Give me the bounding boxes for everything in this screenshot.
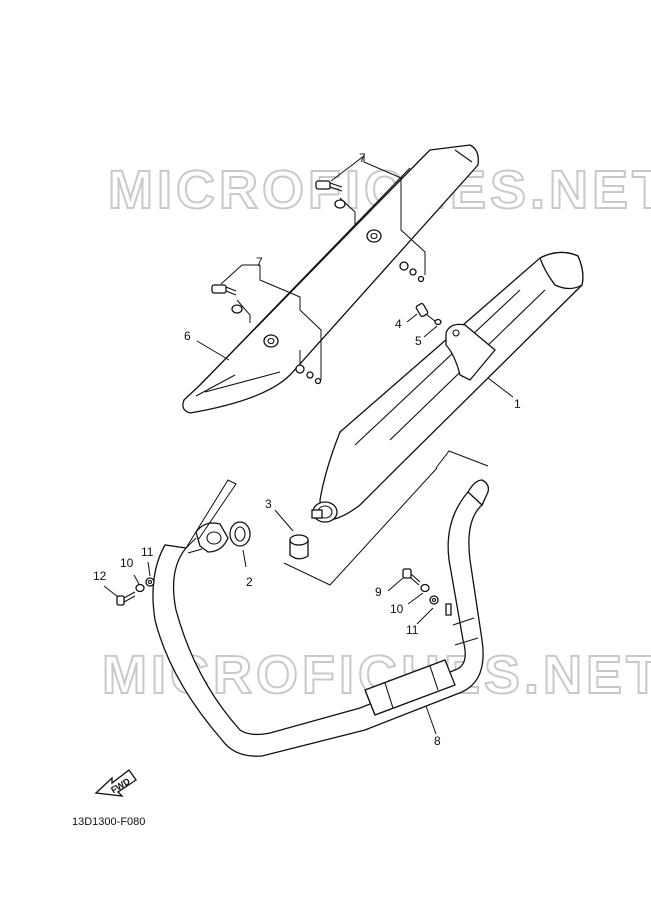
callout-6: 6 (184, 329, 191, 343)
forward-arrow-icon: FWD (94, 769, 137, 797)
callout-10-right: 10 (390, 602, 404, 616)
callout-11-left: 11 (141, 545, 154, 559)
callout-2: 2 (246, 575, 253, 589)
heat-protector (182, 144, 479, 414)
diagram-code: 13D1300-F080 (72, 816, 145, 828)
protector-bolt-set-lower (211, 264, 322, 385)
exhaust-gasket (229, 521, 251, 547)
muffler-gasket (289, 534, 309, 560)
callout-12: 12 (93, 569, 107, 583)
callout-11-right: 11 (406, 623, 419, 637)
muffler (311, 251, 584, 523)
exhaust-pipe (152, 479, 490, 757)
pipe-fasteners-right (402, 568, 452, 616)
protector-bolt-set-upper (315, 154, 426, 283)
callout-7-lower: 7 (256, 255, 263, 269)
callout-1: 1 (514, 397, 521, 411)
leader-lines (103, 313, 514, 735)
callout-3: 3 (265, 497, 272, 511)
callout-10-left: 10 (120, 556, 134, 570)
callout-7-upper: 7 (359, 151, 366, 165)
callout-4: 4 (395, 317, 402, 331)
callout-9: 9 (375, 585, 382, 599)
callout-8: 8 (434, 734, 441, 748)
callout-5: 5 (415, 334, 422, 348)
flange-fasteners-left (116, 577, 155, 606)
muffler-bolt (415, 302, 442, 326)
callouts: 1 2 3 4 5 6 7 7 8 9 10 10 11 11 12 (93, 151, 521, 748)
